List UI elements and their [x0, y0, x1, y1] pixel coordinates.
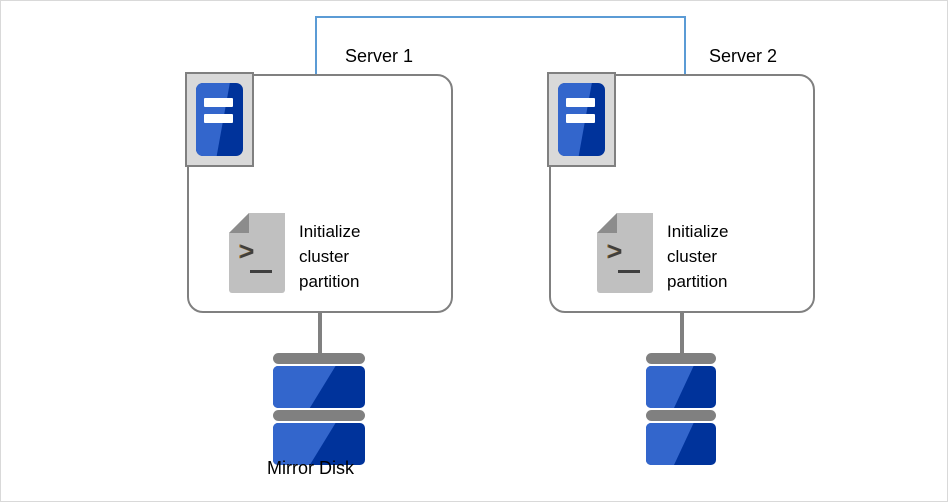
server-chassis-icon — [185, 72, 254, 167]
mirror-disk-icon — [273, 353, 365, 467]
disk-bar-top — [273, 353, 365, 364]
server-chassis-slot-2 — [203, 113, 233, 124]
script-terminal-icon: > — [597, 213, 653, 293]
server-chassis-slot-2 — [565, 113, 595, 124]
mirror-disk-label: Mirror Disk — [267, 458, 354, 478]
server-1-action-caption: Initialize cluster partition — [299, 222, 361, 291]
disk-platter-2 — [273, 423, 365, 465]
script-cursor-glyph — [250, 270, 272, 273]
server-chassis-slot-1 — [203, 97, 233, 108]
server-chassis-icon — [547, 72, 616, 167]
mirror-disk-icon — [646, 353, 716, 467]
disk-bar-middle — [273, 410, 365, 421]
script-prompt-glyph: > — [239, 238, 255, 268]
script-cursor-glyph — [618, 270, 640, 273]
script-page-fold — [597, 213, 617, 233]
server-chassis-body — [196, 83, 243, 156]
server-interconnect-link — [315, 16, 686, 76]
disk-bar-middle — [646, 410, 716, 421]
server-2-label: Server 2 — [709, 46, 778, 66]
script-page-fold — [229, 213, 249, 233]
server-2-action: > Initialize cluster partition — [597, 213, 728, 294]
disk-platter-2 — [646, 423, 716, 465]
disk-platter-1 — [273, 366, 365, 408]
server-1-disk-connector — [318, 311, 322, 359]
script-terminal-icon: > — [229, 213, 285, 293]
server-chassis-body — [558, 83, 605, 156]
server-chassis-slot-1 — [565, 97, 595, 108]
disk-platter-1 — [646, 366, 716, 408]
server-2-disk-connector — [680, 311, 684, 359]
server-2-action-caption: Initialize cluster partition — [667, 222, 729, 291]
server-1-label: Server 1 — [345, 46, 414, 66]
server-1-action: > Initialize cluster partition — [229, 213, 360, 294]
disk-bar-top — [646, 353, 716, 364]
script-prompt-glyph: > — [607, 238, 623, 268]
